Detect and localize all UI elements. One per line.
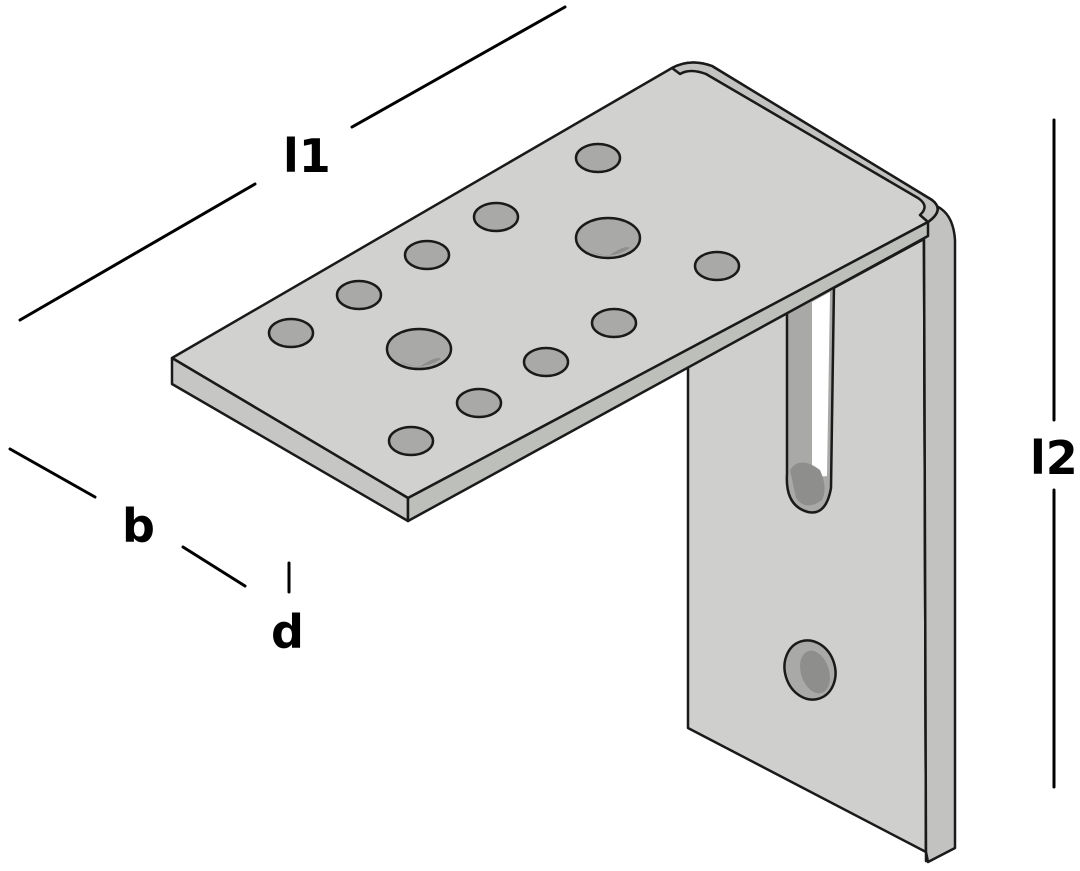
label-d: d xyxy=(271,605,304,659)
flange-right-edge xyxy=(406,220,930,523)
flange-hole-1 xyxy=(574,142,622,174)
vertical-slot-bottom xyxy=(790,462,825,506)
bracket-horizontal-flange xyxy=(170,61,939,523)
flange-back-rim xyxy=(670,61,939,224)
flange-hole-11 xyxy=(455,387,503,419)
l1-dimension-line-right xyxy=(350,5,567,129)
label-b: b xyxy=(122,499,155,553)
label-l2: l2 xyxy=(1030,431,1078,485)
flange-hole-6 xyxy=(335,279,383,311)
dimension-labels: l1 l2 b d xyxy=(122,129,1078,659)
flange-hole-10 xyxy=(522,346,570,378)
dimension-lines xyxy=(8,5,1056,789)
b-dimension-line-left xyxy=(8,447,97,499)
b-dimension-line-right xyxy=(181,545,247,588)
vertical-slot-inner xyxy=(812,292,830,477)
flange-hole-12 xyxy=(387,425,435,457)
flange-hole-shadows xyxy=(399,247,630,367)
flange-hole-7 xyxy=(267,317,315,349)
bracket-vertical-leg xyxy=(686,201,957,864)
flange-hole-4 xyxy=(403,239,451,271)
flange-hole-5 xyxy=(693,250,741,282)
label-l1: l1 xyxy=(283,129,331,183)
vertical-leg-hole-inner xyxy=(800,650,830,694)
l1-dimension-line-left xyxy=(18,182,257,322)
flange-hole-8 xyxy=(590,307,638,339)
flange-hole-3 xyxy=(574,216,642,260)
flange-hole-2 xyxy=(472,201,520,233)
flange-hole-9 xyxy=(385,327,453,371)
